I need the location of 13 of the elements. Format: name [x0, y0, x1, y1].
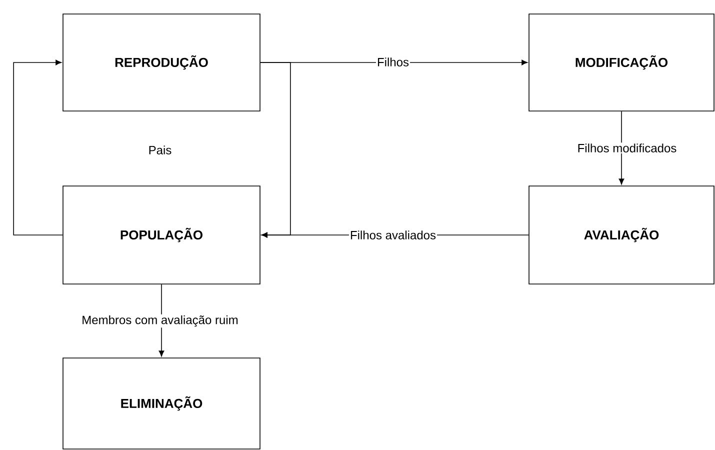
arrow [13, 60, 63, 236]
edge-label: Filhos [376, 56, 410, 68]
process-box: ELIMINAÇÃO [62, 358, 260, 450]
arrow [158, 284, 164, 357]
arrow [618, 111, 624, 185]
edge-label: Filhos avaliados [348, 230, 438, 240]
process-box: POPULAÇÃO [62, 186, 260, 284]
process-box: REPRODUÇÃO [62, 14, 260, 112]
process-box: AVALIAÇÃO [528, 186, 714, 284]
process-box: MODIFICAÇÃO [528, 14, 714, 112]
edge-label: Membros com avaliação ruim [80, 314, 240, 328]
edge-label: Filhos modificados [576, 142, 678, 154]
flow-label: Pais [149, 146, 172, 154]
